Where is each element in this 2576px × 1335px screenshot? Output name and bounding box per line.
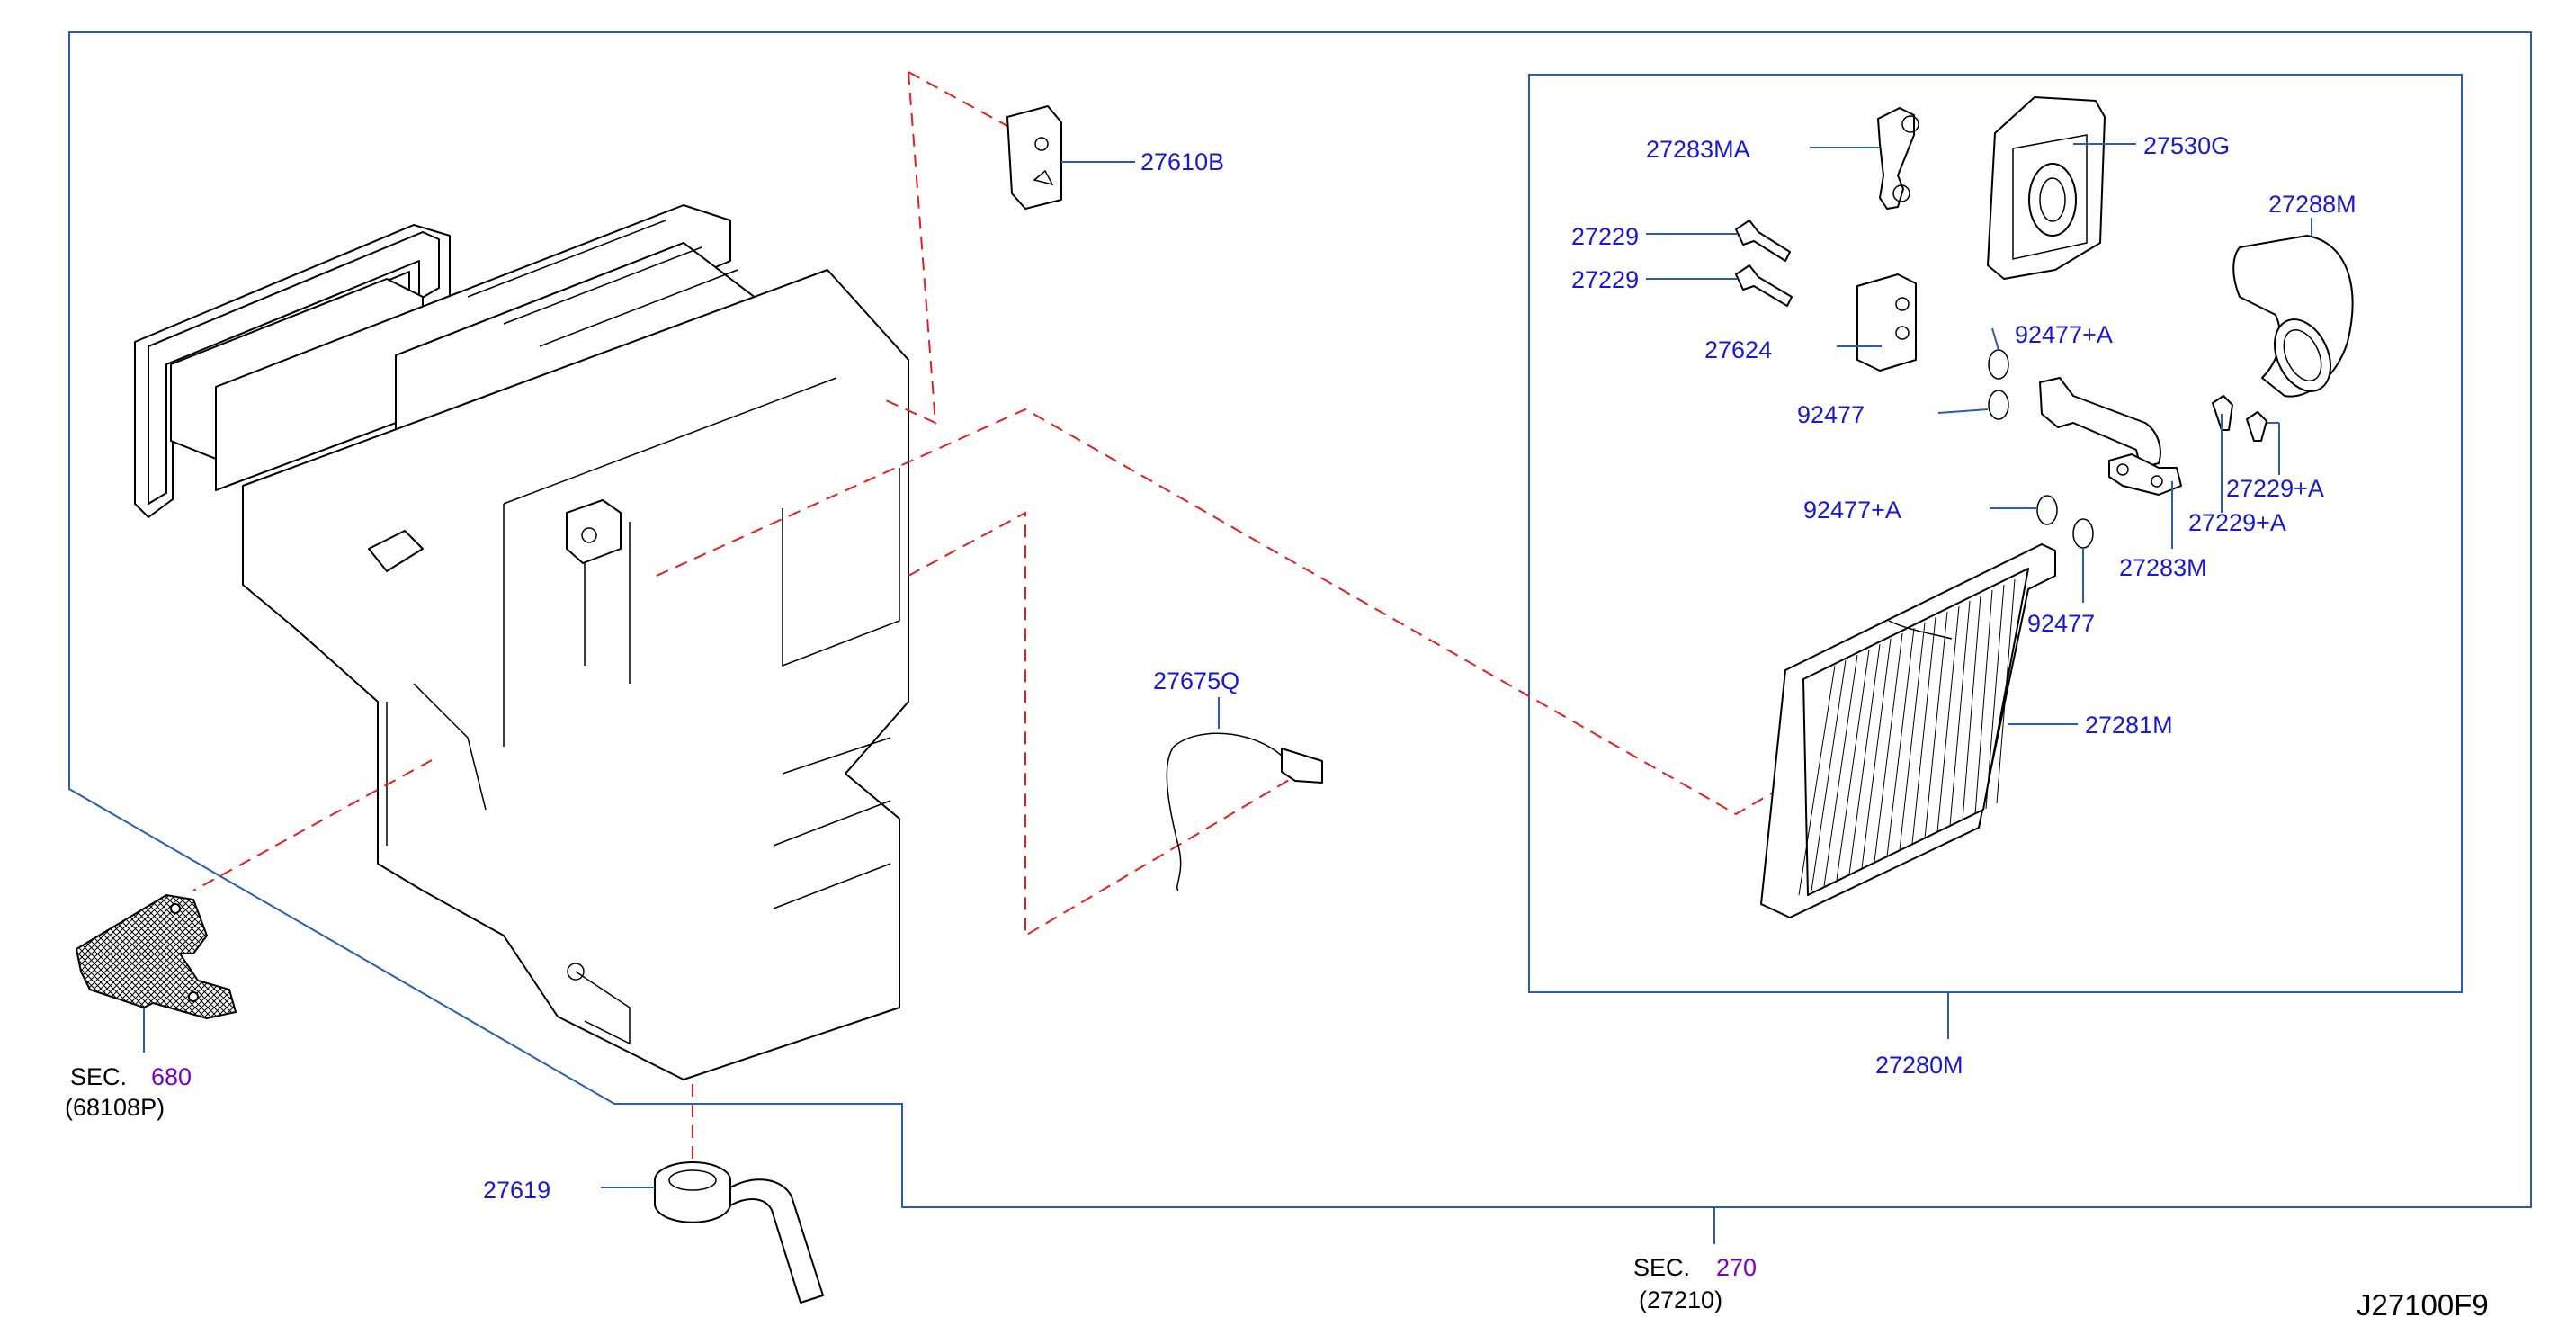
label-92477-top[interactable]: 92477 — [1797, 401, 1865, 428]
label-27610B[interactable]: 27610B — [1140, 148, 1224, 175]
bracket-27283MA — [1810, 107, 1919, 210]
label-27280M[interactable]: 27280M — [1875, 1052, 1963, 1079]
label-92477-low[interactable]: 92477 — [2027, 610, 2095, 637]
evaporator-subassembly-frame — [1528, 74, 2463, 993]
sec-270-part: (27210) — [1639, 1286, 1722, 1313]
cover-27530G — [1987, 96, 2136, 280]
heater-unit-drawing — [134, 204, 909, 1080]
sec-270-link[interactable]: 270 — [1716, 1254, 1757, 1281]
sec-680-link[interactable]: 680 — [151, 1063, 192, 1090]
label-92477A-mid[interactable]: 92477+A — [1803, 497, 1901, 524]
sensor-27675Q — [1166, 697, 1323, 891]
expansion-valve-27624 — [1837, 273, 1917, 372]
label-27624[interactable]: 27624 — [1704, 336, 1772, 363]
label-27229-second[interactable]: 27229 — [1571, 266, 1639, 293]
o-rings — [1937, 327, 2094, 603]
label-27229-top[interactable]: 27229 — [1571, 223, 1639, 250]
bracket-27610B — [1006, 105, 1135, 210]
label-92477A-top[interactable]: 92477+A — [2015, 321, 2113, 348]
bolts-27229 — [1646, 220, 1793, 307]
label-27619[interactable]: 27619 — [483, 1177, 550, 1204]
dashed-guide-lines — [192, 71, 1791, 1169]
label-27283MA[interactable]: 27283MA — [1646, 136, 1750, 163]
hose-27288M — [2232, 218, 2354, 398]
pipe-bracket-27283M — [2039, 377, 2182, 549]
label-27281M[interactable]: 27281M — [2085, 712, 2173, 739]
label-27229A-right[interactable]: 27229+A — [2226, 475, 2324, 502]
diagram-code: J27100F9 — [2357, 1288, 2489, 1322]
sec-270-prefix: SEC. — [1633, 1254, 1690, 1281]
drain-hose-27619 — [601, 1161, 824, 1304]
label-27675Q[interactable]: 27675Q — [1153, 668, 1239, 694]
part-labels: 27610B 27283MA 27530G 27288M 27229 27229… — [65, 132, 2489, 1322]
bolts-27229A — [2212, 395, 2280, 513]
outer-assembly-frame — [68, 31, 2532, 1208]
bracket-68108P — [75, 893, 237, 1053]
label-27229A-lower[interactable]: 27229+A — [2188, 509, 2286, 536]
sec-680-part: (68108P) — [65, 1094, 165, 1121]
evaporator-core-27281M — [1760, 543, 2078, 918]
label-27283M[interactable]: 27283M — [2119, 554, 2207, 581]
label-27288M[interactable]: 27288M — [2268, 191, 2357, 218]
sec-680-prefix: SEC. — [70, 1063, 127, 1090]
label-27530G[interactable]: 27530G — [2143, 132, 2230, 159]
